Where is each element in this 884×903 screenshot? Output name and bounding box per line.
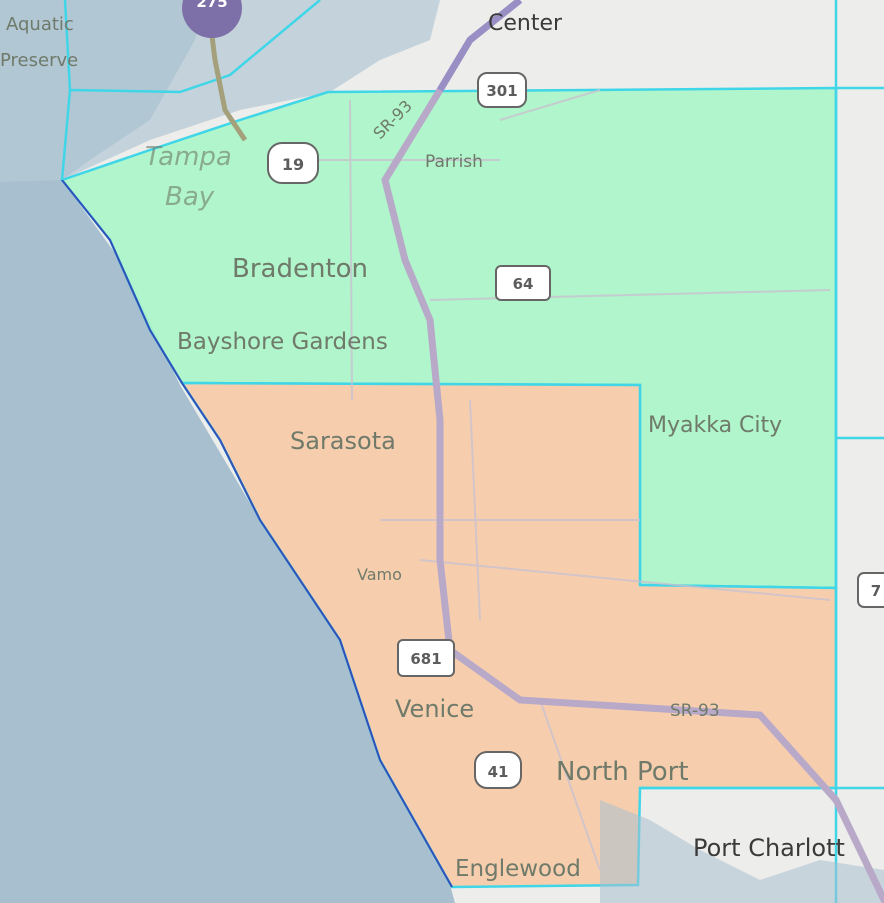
coastline (61, 179, 453, 888)
gulf-water (0, 0, 455, 903)
place-bradenton: Bradenton (232, 254, 368, 284)
place-myakka: Myakka City (648, 413, 782, 438)
us-19-shield: 19 (267, 142, 319, 184)
place-venice: Venice (395, 695, 474, 723)
interstate-275-shield: 275 (182, 0, 242, 38)
cr-681-shield: 681 (397, 639, 455, 677)
boundary-hillsborough (60, 0, 321, 181)
place-vamo: Vamo (357, 565, 402, 584)
sr93-label: SR-93 (670, 701, 720, 721)
place-bayshore: Bayshore Gardens (177, 329, 388, 355)
sr-64-shield: 64 (495, 265, 551, 301)
highway-i75 (381, 86, 884, 903)
sr-edge-shield: 7 (857, 572, 884, 608)
place-sarasota: Sarasota (290, 427, 396, 455)
svg-text:275: 275 (196, 0, 227, 11)
place-north-port: North Port (556, 757, 689, 787)
highway-i275 (207, 19, 248, 142)
svg-text:301: 301 (486, 82, 517, 100)
highway-north (436, 0, 523, 92)
place-englewood: Englewood (455, 856, 581, 882)
place-bay: Bay (165, 182, 215, 212)
place-parrish: Parrish (425, 152, 483, 172)
charlotte-harbor (600, 800, 884, 903)
place-port-charlotte: Port Charlott (693, 834, 845, 862)
us-301-shield: 301 (477, 72, 527, 108)
svg-text:7: 7 (871, 582, 881, 600)
place-center: Center (488, 11, 563, 36)
svg-text:41: 41 (488, 763, 509, 781)
svg-text:681: 681 (410, 650, 441, 668)
place-preserve: Preserve (0, 50, 78, 71)
svg-text:64: 64 (513, 275, 534, 293)
us-41-shield: 41 (474, 751, 522, 789)
svg-text:19: 19 (282, 155, 304, 174)
place-aquatic: Aquatic (6, 14, 74, 35)
place-tampa: Tampa (145, 142, 232, 172)
